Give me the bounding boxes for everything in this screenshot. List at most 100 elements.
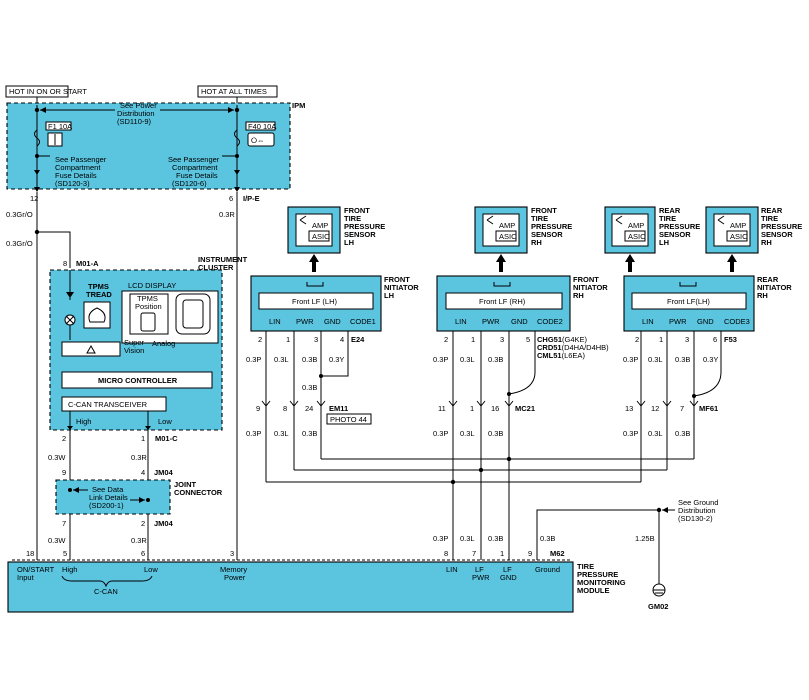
svg-text:1: 1 <box>470 404 474 413</box>
sensor-rear-rh: AMP ASIC REAR TIRE PRESSURE SENSOR RH <box>705 206 802 272</box>
svg-text:24: 24 <box>305 404 313 413</box>
svg-text:REAR: REAR <box>761 206 783 215</box>
svg-text:5: 5 <box>526 335 530 344</box>
wire-label-r: 0.3R <box>219 210 235 219</box>
svg-text:MONITORING: MONITORING <box>577 578 626 587</box>
tire-sensors: AMP ASIC FRONT TIRE PRESSURE SENSOR LH A… <box>287 206 802 272</box>
svg-text:0.3W: 0.3W <box>48 536 66 545</box>
svg-text:LF: LF <box>475 565 484 574</box>
svg-text:TPMS: TPMS <box>137 294 158 303</box>
svg-text:6: 6 <box>229 194 233 203</box>
svg-text:1: 1 <box>141 434 145 443</box>
svg-text:13: 13 <box>625 404 633 413</box>
svg-text:0.3Y: 0.3Y <box>703 355 718 364</box>
svg-text:0.3L: 0.3L <box>648 355 663 364</box>
svg-text:16: 16 <box>491 404 499 413</box>
svg-text:PRESSURE: PRESSURE <box>531 222 572 231</box>
svg-text:0.3W: 0.3W <box>48 453 66 462</box>
svg-text:1.25B: 1.25B <box>635 534 655 543</box>
svg-text:Position: Position <box>135 302 162 311</box>
svg-text:4: 4 <box>141 468 145 477</box>
svg-text:4: 4 <box>340 335 344 344</box>
svg-text:GND: GND <box>511 317 528 326</box>
fog-lamp-icon <box>247 132 275 147</box>
svg-text:EM11: EM11 <box>329 404 348 413</box>
svg-text:0.3L: 0.3L <box>460 355 475 364</box>
svg-text:F53: F53 <box>724 335 737 344</box>
svg-text:AMP: AMP <box>628 221 644 230</box>
arrow-right-icon <box>228 107 234 113</box>
fuse-f40-icon <box>234 129 240 147</box>
svg-text:Front LF(LH): Front LF(LH) <box>667 297 710 306</box>
ipm-label: IPM <box>292 101 305 110</box>
svg-text:TIRE: TIRE <box>577 562 594 571</box>
svg-text:MC21: MC21 <box>515 404 535 413</box>
svg-text:See Data: See Data <box>92 485 124 494</box>
svg-text:0.3P: 0.3P <box>623 355 638 364</box>
svg-text:6: 6 <box>713 335 717 344</box>
svg-text:0.3P: 0.3P <box>433 355 448 364</box>
see-pass-l-4: (SD120-3) <box>55 179 90 188</box>
photo-44-label: PHOTO 44 <box>330 415 367 424</box>
wire-label-gro-1: 0.3Gr/O <box>6 210 33 219</box>
svg-text:GND: GND <box>324 317 341 326</box>
svg-text:0.3Y: 0.3Y <box>329 355 344 364</box>
svg-text:8: 8 <box>444 549 448 558</box>
svg-text:NITIATOR: NITIATOR <box>573 283 608 292</box>
svg-text:Low: Low <box>144 565 158 574</box>
hot-always-label: HOT AT ALL TIMES <box>201 87 267 96</box>
svg-text:0.3L: 0.3L <box>274 355 289 364</box>
see-power-l2: Distribution <box>117 109 155 118</box>
joint-connector-box <box>55 479 171 515</box>
svg-text:LIN: LIN <box>269 317 281 326</box>
svg-text:See Ground: See Ground <box>678 498 718 507</box>
can-wiring: 2 1 M01-C 0.3W 0.3R 9 4 JM04 JOINT CONNE… <box>48 430 223 560</box>
see-pass-r-2: Compartment <box>172 163 218 172</box>
see-pass-r-3: Fuse Details <box>176 171 218 180</box>
svg-text:Front LF (LH): Front LF (LH) <box>292 297 338 306</box>
svg-text:LCD DISPLAY: LCD DISPLAY <box>128 281 176 290</box>
svg-text:0.3B: 0.3B <box>488 534 503 543</box>
svg-text:0.3P: 0.3P <box>623 429 638 438</box>
svg-text:Super: Super <box>124 338 145 347</box>
svg-text:FRONT: FRONT <box>531 206 557 215</box>
svg-text:11: 11 <box>438 404 446 413</box>
svg-text:1: 1 <box>500 549 504 558</box>
see-pass-l-1: See Passenger <box>55 155 107 164</box>
svg-text:M01-C: M01-C <box>155 434 178 443</box>
svg-text:⭘⇔: ⭘⇔ <box>251 136 265 145</box>
svg-text:0.3L: 0.3L <box>648 429 663 438</box>
svg-text:Distribution: Distribution <box>678 506 716 515</box>
svg-text:TIRE: TIRE <box>659 214 676 223</box>
svg-text:RH: RH <box>573 291 584 300</box>
svg-text:I/P-E: I/P-E <box>243 194 260 203</box>
tpms-module: 18 5 6 3 8 7 1 9 M62 0.3P 0.3L 0.3B ON/S… <box>7 534 626 613</box>
tpms-module-box <box>7 561 574 613</box>
svg-text:0.3B: 0.3B <box>488 429 503 438</box>
svg-text:C-CAN TRANSCEIVER: C-CAN TRANSCEIVER <box>68 400 148 409</box>
svg-text:7: 7 <box>62 519 66 528</box>
svg-text:M01-A: M01-A <box>76 259 99 268</box>
svg-text:CODE2: CODE2 <box>537 317 563 326</box>
svg-text:Front LF (RH): Front LF (RH) <box>479 297 526 306</box>
svg-text:Vision: Vision <box>124 346 144 355</box>
svg-text:PRESSURE: PRESSURE <box>344 222 385 231</box>
svg-text:0.3P: 0.3P <box>246 429 261 438</box>
svg-text:2: 2 <box>444 335 448 344</box>
svg-text:SENSOR: SENSOR <box>531 230 563 239</box>
svg-text:RH: RH <box>761 238 772 247</box>
svg-text:FRONT: FRONT <box>384 275 410 284</box>
svg-text:PRESSURE: PRESSURE <box>761 222 802 231</box>
svg-text:Low: Low <box>158 417 172 426</box>
svg-text:3: 3 <box>685 335 689 344</box>
svg-text:6: 6 <box>141 549 145 558</box>
svg-text:PRESSURE: PRESSURE <box>577 570 618 579</box>
svg-text:8: 8 <box>63 259 67 268</box>
svg-text:CLUSTER: CLUSTER <box>198 263 234 272</box>
svg-text:Ground: Ground <box>535 565 560 574</box>
svg-text:JM04: JM04 <box>154 468 174 477</box>
sensor-front-rh: AMP ASIC FRONT TIRE PRESSURE SENSOR RH <box>474 206 572 272</box>
svg-text:0.3B: 0.3B <box>302 355 317 364</box>
svg-text:0.3R: 0.3R <box>131 536 147 545</box>
fuse-f1-label: F1 10A <box>48 122 72 131</box>
